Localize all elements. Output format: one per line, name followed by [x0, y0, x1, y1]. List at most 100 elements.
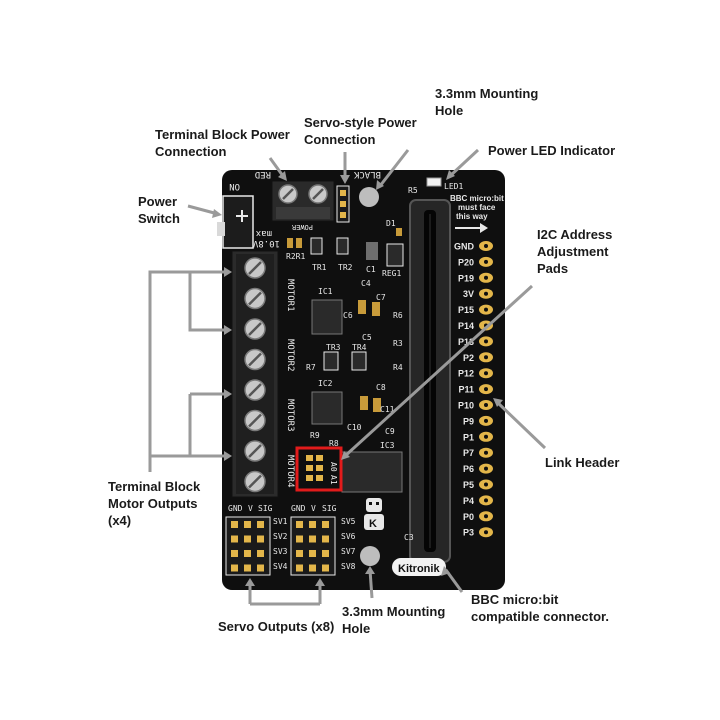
- servo-label-sv5: SV5: [341, 517, 356, 526]
- silk-c11: C11: [380, 405, 395, 414]
- servo-hdr-right-gnd: GND: [291, 504, 306, 513]
- servo-label-sv7: SV7: [341, 547, 356, 556]
- link-pin-label: P1: [463, 432, 474, 442]
- silk-on: ON: [229, 181, 240, 191]
- servo-pin: [296, 564, 303, 572]
- servo-headers[interactable]: [225, 516, 336, 576]
- silk-r9: R9: [310, 431, 320, 440]
- link-pin-label: GND: [454, 242, 475, 252]
- arrow-right-icon: [455, 223, 488, 233]
- screw-slot: [248, 352, 262, 367]
- microbit-edge-connector[interactable]: [409, 199, 451, 563]
- servo-label-sv8: SV8: [341, 562, 356, 571]
- silk-motor2: MOTOR2: [285, 339, 295, 372]
- callout-arrowheads: [212, 170, 503, 586]
- robot-mascot-icon: K: [364, 498, 384, 530]
- servo-pin: [309, 535, 316, 543]
- silk-red: RED: [255, 169, 271, 179]
- link-pin-label: P20: [458, 257, 474, 267]
- servo-pin: [257, 535, 264, 543]
- servo-power-connection[interactable]: [336, 185, 350, 223]
- link-pin-label: P11: [458, 385, 474, 395]
- capacitor: [360, 396, 368, 410]
- link-pin-hole: [484, 482, 488, 487]
- servo-pin: [231, 521, 238, 528]
- servo-pin: [296, 550, 303, 557]
- link-pin-hole: [484, 291, 488, 296]
- servo-pin: [296, 521, 303, 528]
- silk-c10: C10: [347, 423, 362, 432]
- link-pin-hole: [484, 307, 488, 312]
- silk-black: BLACK: [353, 169, 381, 179]
- callout-connector: BBC micro:bit compatible connector.: [471, 592, 609, 624]
- silk-reg1: REG1: [382, 269, 401, 278]
- silk-c6: C6: [343, 311, 353, 320]
- screw-slot: [248, 291, 262, 306]
- servo-label-sv2: SV2: [273, 532, 288, 541]
- callout-servo-outputs: Servo Outputs (x8): [218, 619, 335, 634]
- link-pin-label: P15: [458, 305, 474, 315]
- notice-line-2: must face: [458, 203, 496, 212]
- terminal-block-power[interactable]: [271, 180, 335, 222]
- link-pin-label: P13: [458, 337, 474, 347]
- silk-volt: 10.8V: [252, 238, 280, 248]
- servo-hdr-right-v: V: [311, 504, 316, 513]
- silk-tr3: TR3: [326, 343, 341, 352]
- i2c-address-pads[interactable]: [306, 455, 323, 481]
- link-pin-hole: [484, 244, 488, 248]
- link-pin-hole: [484, 514, 488, 519]
- silk-d1: D1: [386, 219, 396, 228]
- screw-slot: [248, 383, 262, 397]
- silk-a1: A1: [329, 475, 338, 485]
- motor-screws: [244, 257, 266, 493]
- silk-r3: R3: [393, 339, 403, 348]
- capacitor: [373, 398, 381, 412]
- servo-pin: [231, 550, 238, 557]
- mounting-hole-bottom: [360, 546, 380, 566]
- transistor: [323, 351, 339, 371]
- link-header[interactable]: GNDP20P193VP15P14P13P2P12P11P10P9P1P7P6P…: [454, 241, 493, 538]
- link-pin-hole: [484, 371, 488, 376]
- link-pin-label: P19: [458, 273, 474, 283]
- link-pin-label: P9: [463, 416, 474, 426]
- screw-slot: [248, 413, 262, 428]
- link-pin-label: P14: [458, 321, 474, 331]
- brand-logo: [392, 558, 446, 576]
- link-pin-hole: [484, 450, 488, 455]
- link-pin-label: P0: [463, 512, 474, 522]
- silk-c9: C9: [385, 427, 395, 436]
- servo-pin: [322, 564, 329, 572]
- link-pin-hole: [484, 339, 488, 344]
- silk-motor1: MOTOR1: [285, 279, 295, 312]
- link-pin-label: P4: [463, 496, 474, 506]
- servo-label-sv4: SV4: [273, 562, 288, 571]
- servo-pin: [296, 535, 303, 543]
- silk-tr1: TR1: [312, 263, 327, 272]
- capacitor: [372, 302, 380, 316]
- servo-pin: [257, 550, 264, 557]
- screw-slot: [248, 474, 262, 489]
- silk-r7: R7: [306, 363, 316, 372]
- capacitor: [358, 300, 366, 314]
- silk-c8: C8: [376, 383, 386, 392]
- servo-pin: [231, 535, 238, 543]
- servo-pin: [244, 535, 251, 543]
- servo-hdr-right-sig: SIG: [322, 504, 337, 513]
- link-pin-label: P2: [463, 353, 474, 363]
- link-pin-hole: [484, 466, 488, 471]
- svg-text:K: K: [369, 518, 377, 530]
- silk-max: max: [255, 228, 272, 238]
- callout-mount-bottom: 3.3mm Mounting Hole: [342, 604, 446, 636]
- link-pin-label: P7: [463, 448, 474, 458]
- silk-motor3: MOTOR3: [285, 399, 295, 432]
- servo-label-sv1: SV1: [273, 517, 288, 526]
- link-pin-hole: [484, 498, 488, 503]
- silk-tr4: TR4: [352, 343, 367, 352]
- silk-c3: C3: [404, 533, 414, 542]
- servo-pin: [322, 535, 329, 543]
- link-pin-label: P10: [458, 401, 474, 411]
- callout-power-switch: Power Switch: [138, 194, 180, 226]
- power-switch[interactable]: [217, 195, 254, 249]
- servo-pin: [309, 550, 316, 557]
